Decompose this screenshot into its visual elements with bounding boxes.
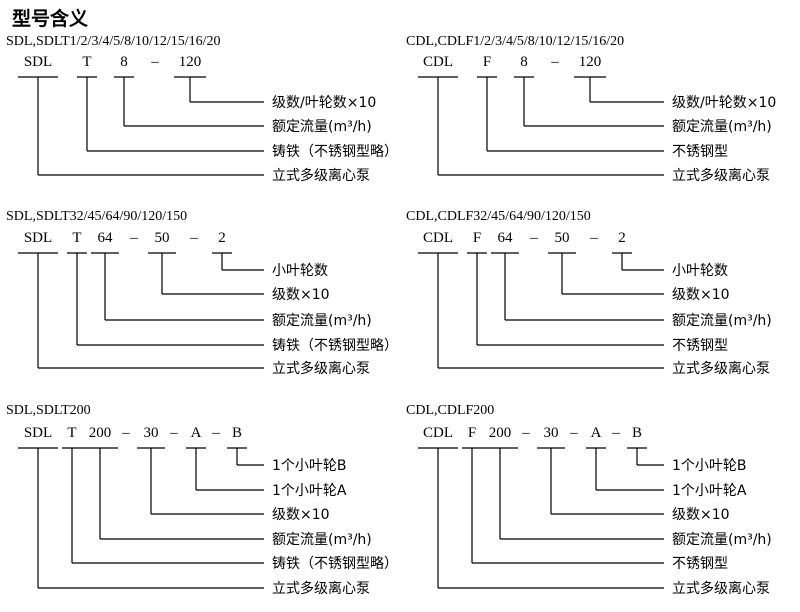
meaning-label-6: 立式多级离心泵 [672,580,770,597]
code-segment-2: T [72,230,81,246]
code-segment-2: F [483,54,491,70]
code-segment-1: CDL [423,54,453,70]
code-separator-5: – [211,425,220,441]
code-separator-3: – [529,230,538,246]
meaning-label-3: 额定流量(m³/h) [272,313,372,329]
code-separator-3: – [121,425,130,441]
meaning-label-5: 铸铁（不锈钢型略） [272,556,398,572]
meaning-label-4: 立式多级离心泵 [272,167,370,184]
code-separator-5: – [611,425,620,441]
code-segment-3: 8 [520,54,528,70]
code-segment-2: F [473,230,481,246]
block-title: CDL,CDLF1/2/3/4/5/8/10/12/15/16/20 [406,34,624,49]
page-title: 型号含义 [12,8,89,30]
code-segment-2: T [67,425,76,441]
code-segment-3: 8 [120,54,128,70]
code-separator-4: – [189,230,198,246]
code-segment-3: 64 [498,230,514,246]
meaning-label-4: 额定流量(m³/h) [272,532,372,548]
meaning-label-5: 立式多级离心泵 [272,360,370,377]
meaning-label-6: 立式多级离心泵 [272,580,370,597]
code-segment-4: 120 [579,54,602,70]
meaning-label-4: 额定流量(m³/h) [672,532,772,548]
code-segment-4: 30 [144,425,159,441]
block-title: CDL,CDLF32/45/64/90/120/150 [406,209,591,224]
meaning-label-2: 1个小叶轮A [672,483,747,499]
meaning-label-4: 立式多级离心泵 [672,167,770,184]
block-title: SDL,SDLT32/45/64/90/120/150 [6,209,187,224]
code-segment-5: 2 [218,230,226,246]
code-separator-4: – [169,425,178,441]
code-separator-4: – [589,230,598,246]
code-separator-3: – [550,54,559,70]
meaning-label-5: 不锈钢型 [672,556,728,572]
meaning-label-4: 铸铁（不锈钢型略） [272,338,398,354]
code-segment-1: SDL [24,54,52,70]
code-separator-3: – [150,54,159,70]
code-segment-4: 50 [555,230,570,246]
meaning-label-2: 级数×10 [672,287,730,303]
code-segment-4: 120 [179,54,202,70]
code-segment-3: 64 [98,230,114,246]
meaning-label-1: 级数/叶轮数×10 [672,95,776,111]
meaning-label-2: 1个小叶轮A [272,483,347,499]
meaning-label-3: 级数×10 [272,507,330,523]
code-segment-6: B [632,425,642,441]
block-title: CDL,CDLF200 [406,403,494,418]
code-segment-2: T [82,54,91,70]
code-segment-5: A [591,425,602,441]
code-segment-1: CDL [423,425,453,441]
meaning-label-3: 不锈钢型 [672,144,728,160]
code-segment-2: F [468,425,476,441]
code-segment-1: SDL [24,230,52,246]
code-segment-1: SDL [24,425,52,441]
meaning-label-2: 级数×10 [272,287,330,303]
block-title: SDL,SDLT200 [6,403,91,418]
code-segment-4: 30 [544,425,559,441]
code-separator-3: – [129,230,138,246]
meaning-label-3: 级数×10 [672,507,730,523]
code-segment-5: A [191,425,202,441]
meaning-label-4: 不锈钢型 [672,338,728,354]
meaning-label-1: 1个小叶轮B [672,458,747,474]
code-segment-3: 200 [89,425,112,441]
code-segment-3: 200 [489,425,512,441]
meaning-label-3: 铸铁（不锈钢型略） [272,144,398,160]
meaning-label-5: 立式多级离心泵 [672,360,770,377]
block-title: SDL,SDLT1/2/3/4/5/8/10/12/15/16/20 [6,34,221,49]
meaning-label-1: 小叶轮数 [672,263,728,279]
meaning-label-1: 小叶轮数 [272,263,328,279]
meaning-label-1: 1个小叶轮B [272,458,347,474]
code-segment-1: CDL [423,230,453,246]
code-segment-4: 50 [155,230,170,246]
meaning-label-1: 级数/叶轮数×10 [272,95,376,111]
code-separator-3: – [521,425,530,441]
meaning-label-2: 额定流量(m³/h) [672,119,772,135]
code-segment-5: 2 [618,230,626,246]
meaning-label-3: 额定流量(m³/h) [672,313,772,329]
code-segment-6: B [232,425,242,441]
meaning-label-2: 额定流量(m³/h) [272,119,372,135]
code-separator-4: – [569,425,578,441]
